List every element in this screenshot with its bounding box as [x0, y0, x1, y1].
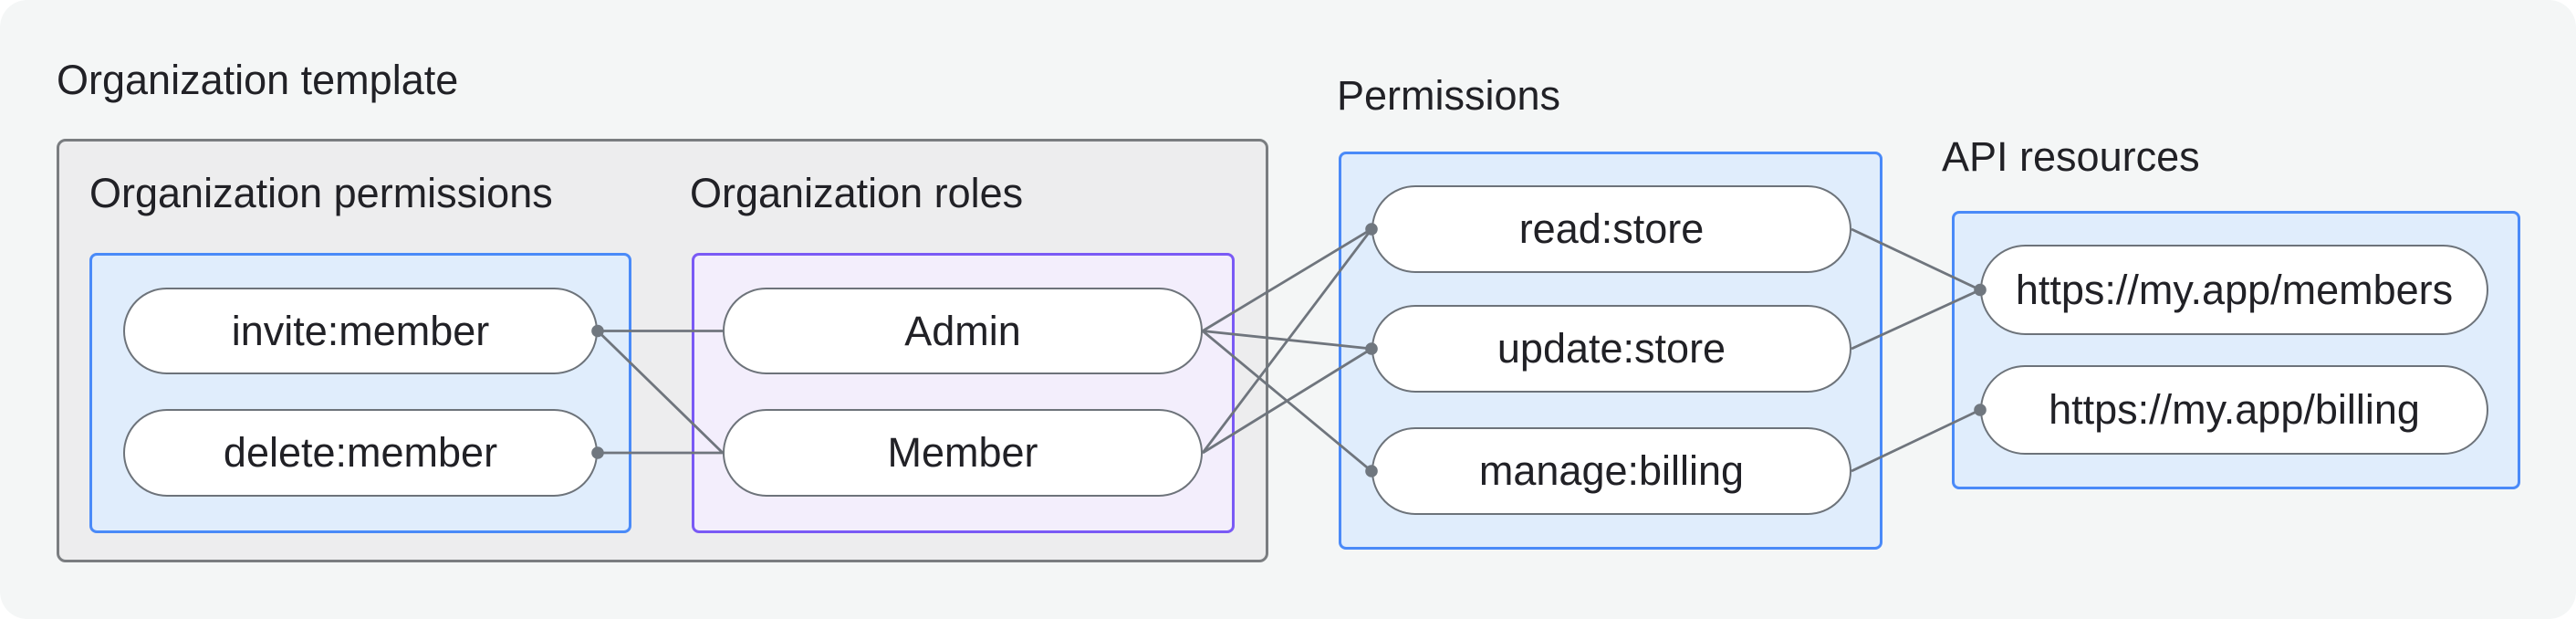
- organization-permissions-label: Organization permissions: [89, 170, 553, 216]
- organization-roles-label: Organization roles: [690, 170, 1024, 216]
- node-invite-member: invite:member: [123, 288, 598, 374]
- node-read-store-label: read:store: [1518, 205, 1705, 252]
- node-admin-label: Admin: [904, 307, 1021, 354]
- node-api-members-label: https://my.app/members: [2015, 266, 2454, 313]
- node-manage-billing: manage:billing: [1371, 427, 1851, 515]
- node-invite-member-label: invite:member: [231, 307, 490, 354]
- node-update-store: update:store: [1371, 305, 1851, 393]
- node-admin: Admin: [723, 288, 1203, 374]
- node-member: Member: [723, 409, 1203, 497]
- node-update-store-label: update:store: [1497, 325, 1726, 372]
- node-delete-member-label: delete:member: [223, 429, 498, 476]
- node-api-billing: https://my.app/billing: [1980, 365, 2488, 455]
- organization-template-label: Organization template: [57, 57, 459, 103]
- api-resources-label: API resources: [1942, 133, 2200, 180]
- permissions-label: Permissions: [1337, 72, 1561, 119]
- node-api-members: https://my.app/members: [1980, 245, 2488, 335]
- node-member-label: Member: [887, 429, 1038, 476]
- node-delete-member: delete:member: [123, 409, 598, 497]
- node-manage-billing-label: manage:billing: [1478, 447, 1745, 494]
- node-api-billing-label: https://my.app/billing: [2049, 386, 2420, 433]
- node-read-store: read:store: [1371, 185, 1851, 273]
